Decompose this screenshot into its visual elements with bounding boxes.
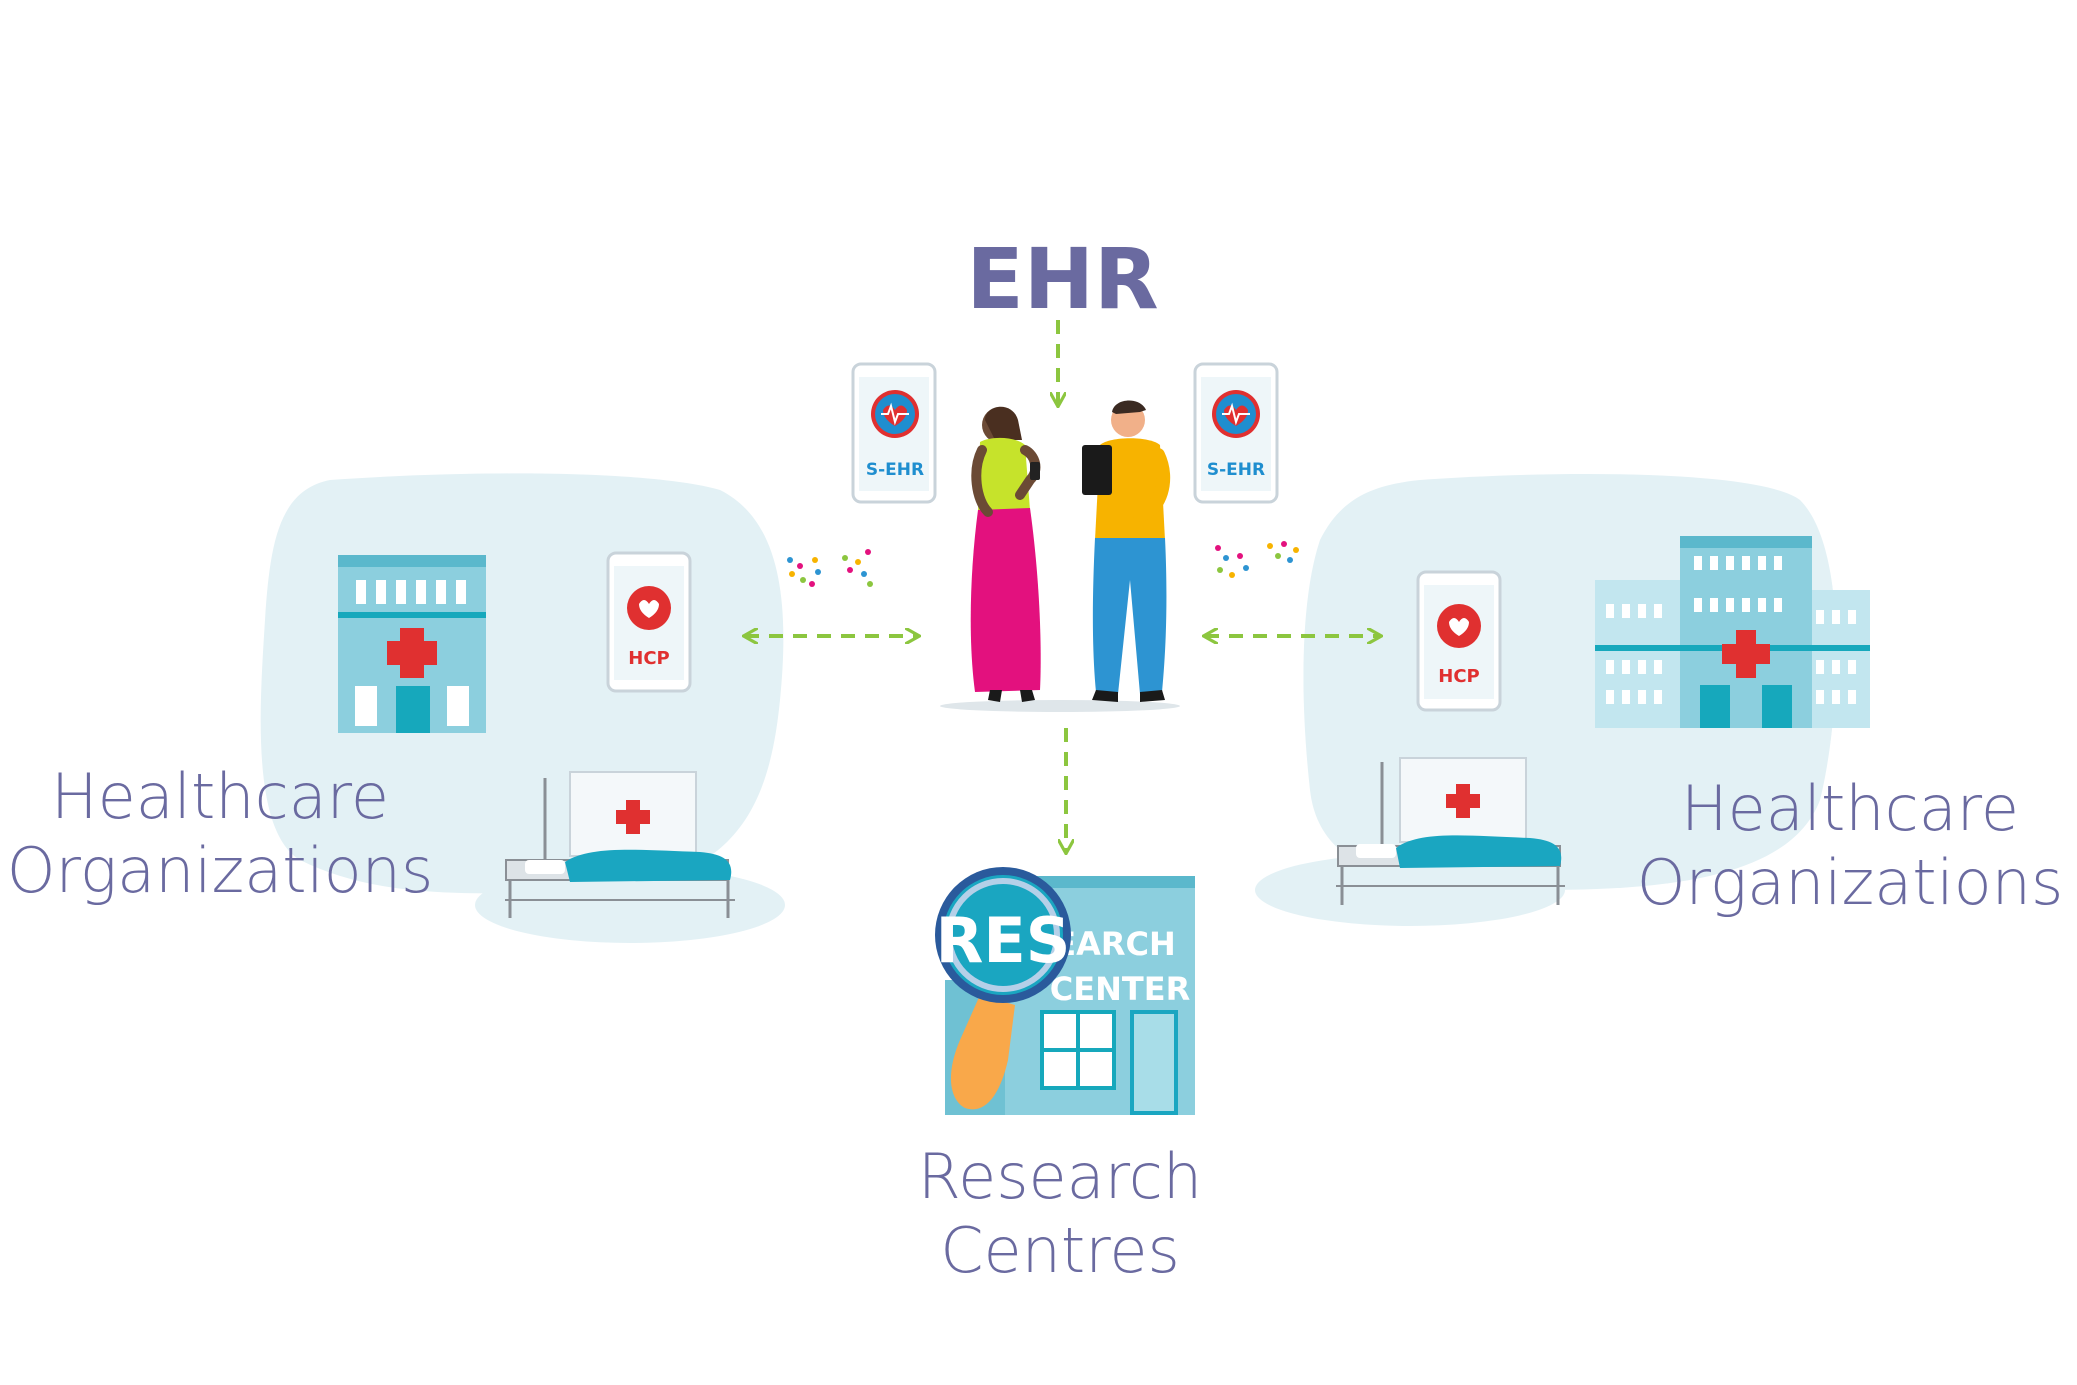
research-label: Research Centres [870,1140,1250,1289]
smartphone-icon-sehr-right: S-EHR [1193,362,1279,504]
patient-figure-icon [940,406,1180,712]
data-dots-icon-left [787,549,873,587]
right-org-label-line1: Healthcare [1681,772,2019,845]
phone-label-hcp-right: HCP [1438,666,1479,687]
smartphone-icon-hcp-right: HCP [1416,570,1502,712]
right-org-label: Healthcare Organizations [1630,772,2070,921]
ehr-title: EHR [966,230,1159,328]
smartphone-icon-hcp-left: HCP [606,551,692,693]
hospital-icon-left [338,555,486,733]
research-sign-line1: EARCH [1054,925,1176,963]
left-org-label-line1: Healthcare [51,760,389,833]
research-label-line1: Research [917,1140,1203,1213]
left-org-label: Healthcare Organizations [0,760,440,909]
phone-label-sehr-right: S-EHR [1207,460,1265,480]
phone-label-sehr-left: S-EHR [866,460,924,480]
data-dots-icon-right [1215,541,1299,578]
research-label-line2: Centres [940,1214,1180,1288]
doctor-figure-icon [1082,400,1171,702]
hospital-icon-right [1595,536,1870,728]
smartphone-icon-sehr-left: S-EHR [851,362,937,504]
right-bed-shadow [1255,854,1565,926]
hospital-bed-icon-right [1336,757,1565,905]
left-org-label-line2: Organizations [6,834,434,908]
right-org-label-line2: Organizations [1636,846,2064,920]
research-sign-line2: CENTER [1050,970,1190,1008]
phone-label-hcp-left: HCP [628,648,669,669]
hospital-bed-icon-left [505,771,735,918]
magnified-text: RES [936,904,1071,977]
left-bed-shadow [475,867,785,943]
magnifier-icon: RES [935,867,1071,1110]
